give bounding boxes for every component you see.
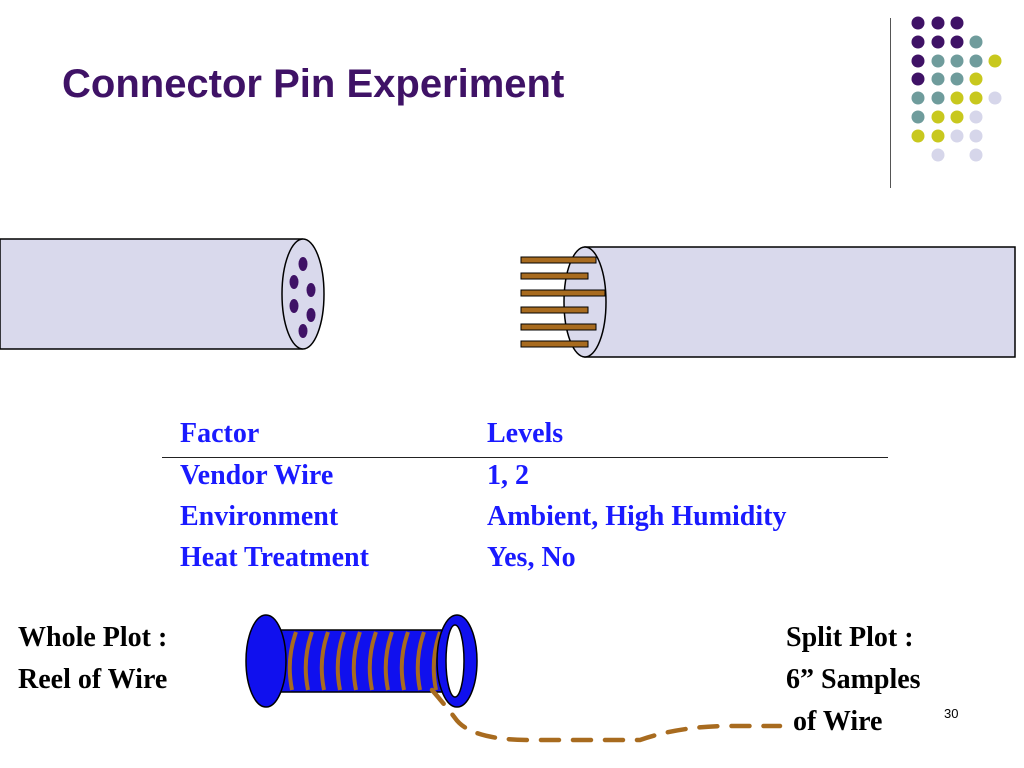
split-plot-line3: of Wire bbox=[786, 706, 883, 737]
levels-cell: Ambient, High Humidity bbox=[487, 501, 787, 532]
levels-cell: Yes, No bbox=[487, 542, 576, 573]
factor-levels-table: Factor Levels Vendor Wire 1, 2 Environme… bbox=[162, 416, 888, 581]
slide-title: Connector Pin Experiment bbox=[62, 62, 565, 106]
factor-cell: Heat Treatment bbox=[180, 542, 369, 573]
whole-plot-line1: Whole Plot : bbox=[18, 622, 168, 653]
title-divider bbox=[890, 18, 891, 188]
table-row: Heat Treatment Yes, No bbox=[162, 540, 888, 581]
whole-plot-line2: Reel of Wire bbox=[18, 664, 168, 695]
table-row: Vendor Wire 1, 2 bbox=[162, 458, 888, 499]
connector-holes bbox=[289, 257, 316, 338]
header-factor: Factor bbox=[180, 418, 260, 449]
split-plot-label: Split Plot : 6” Samples of Wire bbox=[786, 617, 921, 743]
connector-pins bbox=[520, 256, 606, 348]
whole-plot-label: Whole Plot : Reel of Wire bbox=[18, 617, 167, 701]
wire-reel bbox=[245, 614, 783, 743]
factor-cell: Vendor Wire bbox=[180, 460, 334, 491]
levels-cell: 1, 2 bbox=[487, 460, 529, 491]
dot-grid-decoration bbox=[911, 16, 1002, 162]
header-levels: Levels bbox=[487, 418, 564, 449]
factor-cell: Environment bbox=[180, 501, 339, 532]
female-connector-cable bbox=[0, 238, 325, 350]
table-row: Environment Ambient, High Humidity bbox=[162, 499, 888, 540]
split-plot-line1: Split Plot : bbox=[786, 622, 914, 653]
unwound-wire-dashed bbox=[429, 687, 783, 743]
table-header-row: Factor Levels bbox=[162, 416, 888, 457]
male-connector-cable bbox=[520, 246, 1016, 358]
wire-windings bbox=[287, 631, 442, 691]
header-rule bbox=[162, 457, 888, 458]
split-plot-line2: 6” Samples bbox=[786, 664, 921, 695]
page-number: 30 bbox=[944, 706, 959, 721]
